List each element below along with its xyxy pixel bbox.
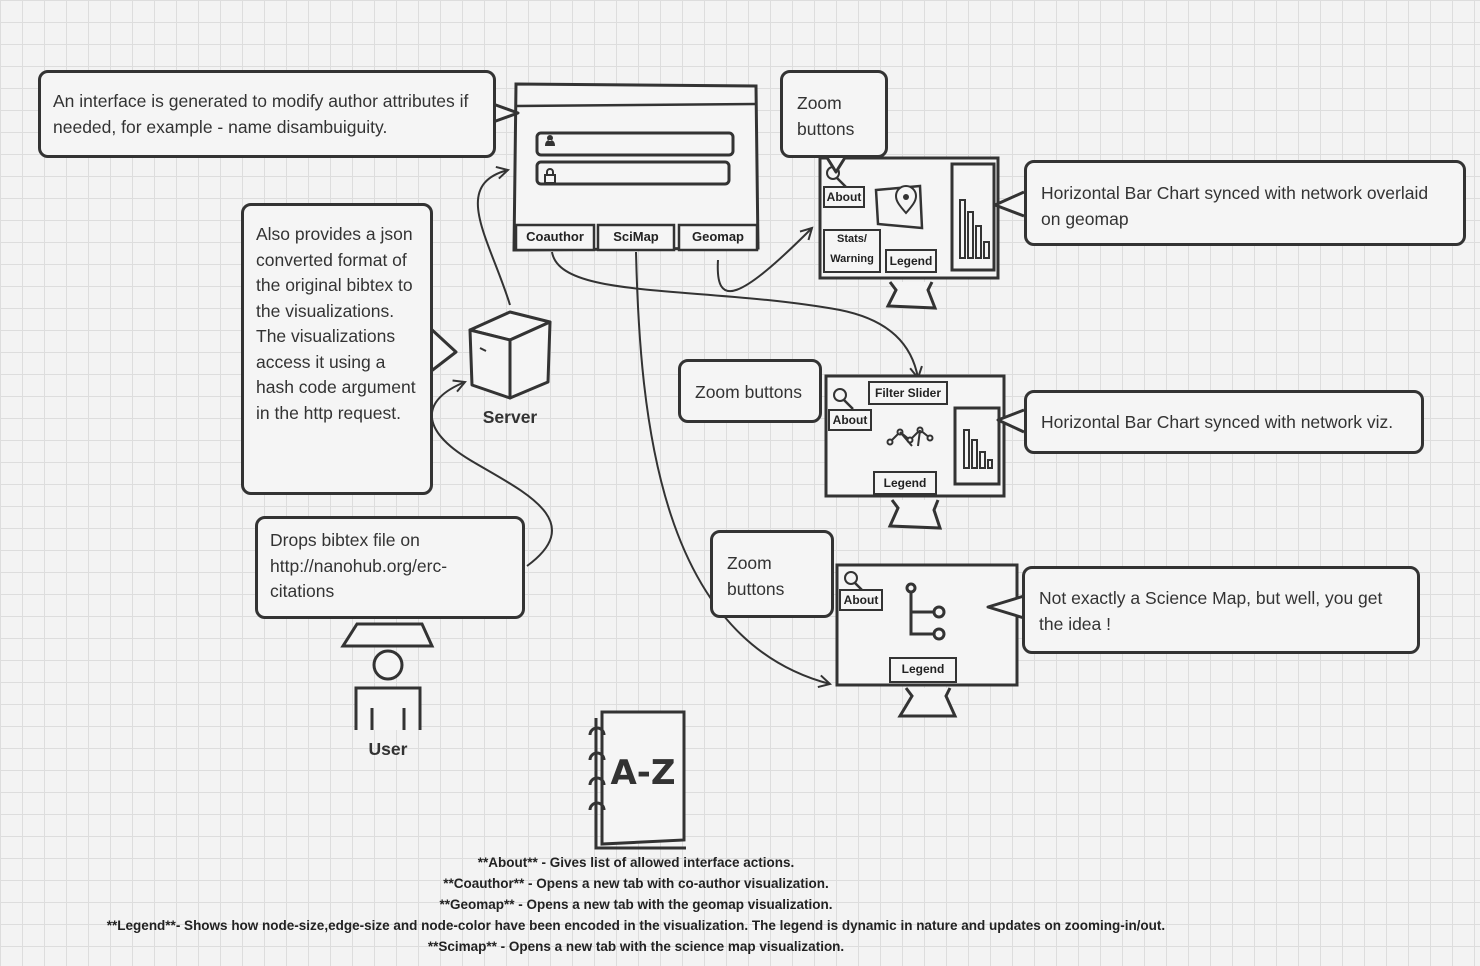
user-monitor-icon <box>340 622 435 648</box>
footnotes-legend: **About** - Gives list of allowed interf… <box>0 852 1272 957</box>
scimap-note: Not exactly a Science Map, but well, you… <box>1022 566 1420 654</box>
tab-coauthor[interactable] <box>514 223 596 252</box>
legend-button[interactable] <box>885 249 937 273</box>
footnote-coauthor: **Coauthor** - Opens a new tab with co-a… <box>443 876 829 891</box>
coauthor-filter-label[interactable]: Filter Slider <box>874 386 942 400</box>
geomap-stats-label[interactable]: Stats/ <box>837 233 867 245</box>
scimap-viz-monitor <box>835 563 1019 718</box>
arrow-geomap-tab-to-geomap-viz <box>716 228 812 293</box>
filter-slider-button[interactable] <box>868 381 948 405</box>
note-tails <box>428 102 1025 620</box>
zoom-icon <box>844 571 858 585</box>
stats-warning-button[interactable] <box>823 229 881 273</box>
about-button[interactable] <box>828 409 872 431</box>
interface-description-note: An interface is generated to modify auth… <box>38 70 496 158</box>
zoom-buttons-note-scimap: Zoom buttons <box>710 530 834 618</box>
tab-geomap-label[interactable]: Geomap <box>691 229 744 244</box>
zoom-icon <box>833 388 847 402</box>
legend-button[interactable] <box>889 657 957 683</box>
drop-bibtex-note: Drops bibtex file on http://nanohub.org/… <box>255 516 525 619</box>
tab-scimap-label[interactable]: SciMap <box>613 229 659 244</box>
tab-scimap[interactable] <box>596 223 676 252</box>
server-label: Server <box>482 407 538 427</box>
user-label: User <box>368 739 408 759</box>
geomap-legend-label[interactable]: Legend <box>889 254 933 268</box>
about-button[interactable] <box>823 186 865 208</box>
notebook-letters: A-Z <box>610 753 675 793</box>
arrow-scimap-tab-to-scimap-viz <box>635 251 830 684</box>
connector-arrows <box>430 170 918 684</box>
arrow-drops-to-server <box>430 382 553 567</box>
address-book-icon: A-Z <box>588 710 686 850</box>
arrow-server-to-interface <box>476 170 511 306</box>
author-name-field[interactable] <box>535 131 735 157</box>
lock-icon <box>544 168 556 184</box>
tab-coauthor-label[interactable]: Coauthor <box>526 229 584 244</box>
footnote-geomap: **Geomap** - Opens a new tab with the ge… <box>439 897 833 912</box>
tree-map-icon <box>905 582 946 641</box>
interface-window <box>512 82 760 252</box>
bar-chart-network-note: Horizontal Bar Chart synced with network… <box>1024 390 1424 454</box>
geomap-viz-monitor <box>818 156 1000 310</box>
coauthor-about-label[interactable]: About <box>832 413 868 427</box>
json-format-note: Also provides a json converted format of… <box>241 203 433 495</box>
user-icon <box>354 649 422 730</box>
geomap-warning-label[interactable]: Warning <box>830 253 874 265</box>
scimap-about-label[interactable]: About <box>843 593 879 607</box>
tab-geomap[interactable] <box>677 223 759 252</box>
footnote-about: **About** - Gives list of allowed interf… <box>477 855 795 870</box>
legend-button[interactable] <box>873 471 937 495</box>
bar-chart-icon <box>959 199 990 259</box>
author-attribute-field[interactable] <box>535 160 731 186</box>
arrow-coauthor-tab-to-coauthor-viz <box>551 251 918 378</box>
bar-chart-geomap-note: Horizontal Bar Chart synced with network… <box>1024 160 1466 246</box>
user-icon <box>545 135 555 146</box>
coauthor-legend-label[interactable]: Legend <box>883 476 927 490</box>
zoom-buttons-note-coauthor: Zoom buttons <box>678 359 822 423</box>
footnote-scimap: **Scimap** - Opens a new tab with the sc… <box>427 939 845 954</box>
server-icon <box>468 310 552 400</box>
coauthor-viz-monitor <box>824 374 1006 530</box>
scimap-legend-label[interactable]: Legend <box>901 662 945 676</box>
bar-chart-icon <box>963 429 993 469</box>
about-button[interactable] <box>839 589 883 611</box>
zoom-buttons-note-geomap: Zoom buttons <box>780 70 888 158</box>
network-icon <box>886 426 934 447</box>
footnote-legend: **Legend**- Shows how node-size,edge-siz… <box>106 918 1166 933</box>
geomap-about-label[interactable]: About <box>826 190 862 204</box>
